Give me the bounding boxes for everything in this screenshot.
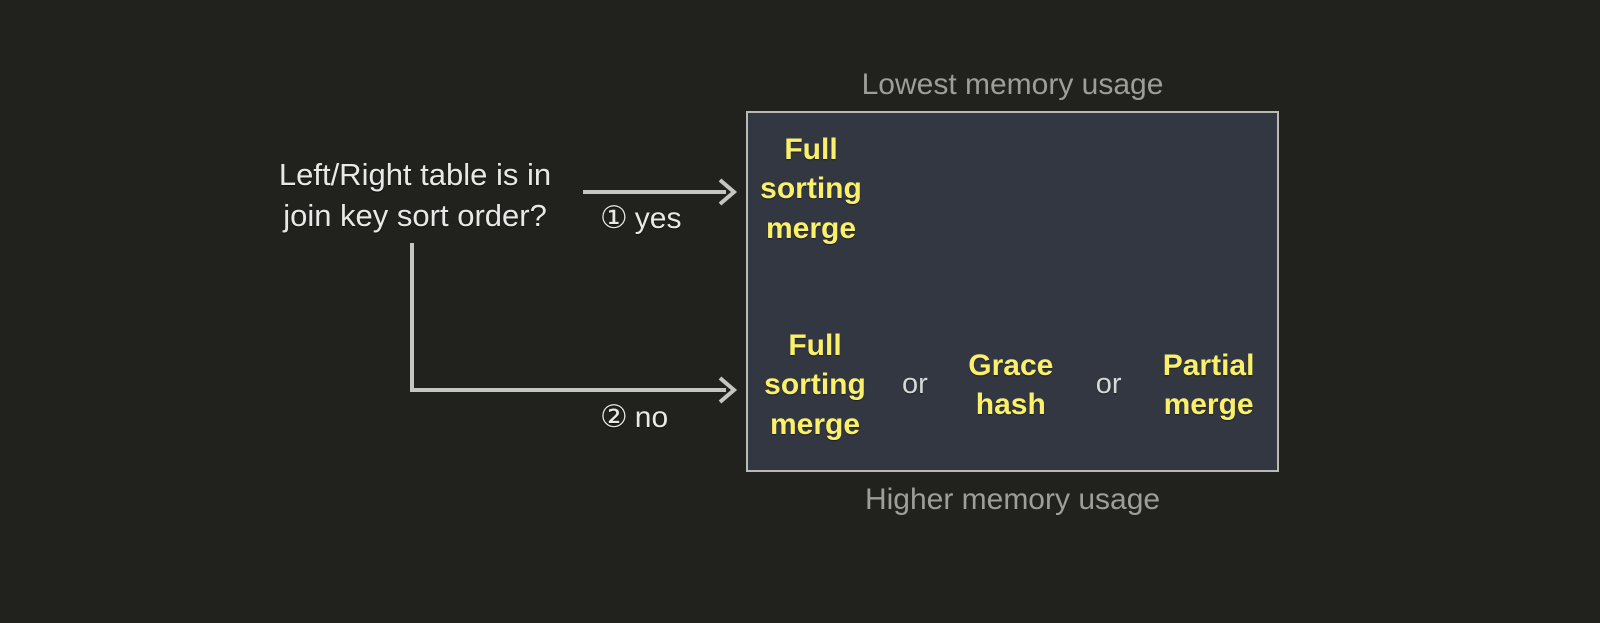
caption-higher-memory-usage: Higher memory usage <box>864 483 1161 516</box>
option-full-sorting-merge-unsorted: Full sorting merge <box>764 329 866 441</box>
caption-lowest-memory-usage: Lowest memory usage <box>861 68 1164 101</box>
option-grace-hash: Grace hash <box>968 348 1054 421</box>
branch-text-no: no <box>634 401 669 434</box>
option-partial-merge: Partial merge <box>1162 348 1255 421</box>
arrowhead-yes <box>718 178 738 206</box>
arrowhead-no <box>718 376 738 404</box>
option-separator-or-1: or <box>902 368 928 401</box>
option-full-sorting-merge-sorted: Full sorting merge <box>760 133 862 245</box>
option-separator-or-2: or <box>1095 368 1122 401</box>
outcome-box <box>746 111 1279 472</box>
branch-text-yes: yes <box>634 202 682 235</box>
arrow-line-no <box>410 243 726 392</box>
circled-number-2: ② <box>600 399 628 435</box>
decision-question: Left/Right table is in join key sort ord… <box>278 157 552 233</box>
circled-number-1: ① <box>600 200 628 236</box>
outcome-row-unsorted: Full sorting merge or Grace hash or Part… <box>752 326 1272 444</box>
outcome-row-sorted: Full sorting merge <box>752 130 870 248</box>
